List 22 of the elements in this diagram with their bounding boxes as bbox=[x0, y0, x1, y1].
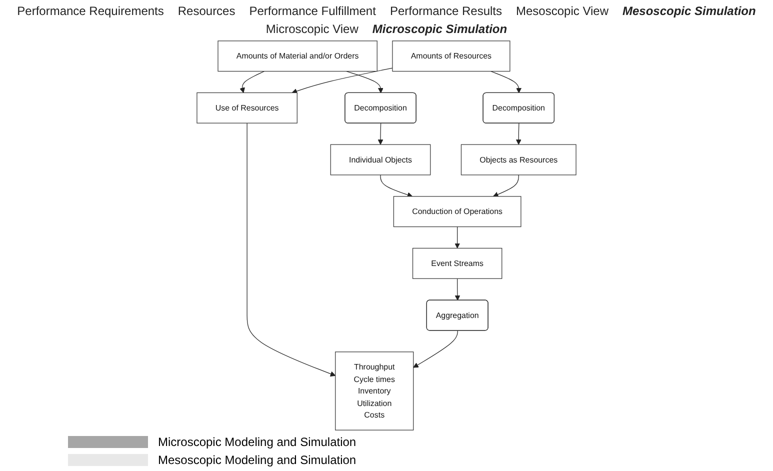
section-heading: Mesoscopic Simulation bbox=[622, 4, 756, 18]
legend-text: Mesoscopic Modeling and Simulation bbox=[158, 453, 356, 467]
legend-text: Microscopic Modeling and Simulation bbox=[158, 435, 356, 449]
arrow bbox=[380, 174, 413, 198]
arrow bbox=[378, 123, 384, 145]
arrow bbox=[454, 278, 460, 301]
arrow bbox=[246, 122, 336, 376]
arrow bbox=[413, 330, 458, 368]
arrow bbox=[493, 174, 519, 197]
arrow bbox=[346, 70, 384, 94]
section-heading: Microscopic Simulation bbox=[372, 22, 508, 36]
header-label: Performance Requirements bbox=[17, 4, 164, 18]
arrow bbox=[490, 70, 522, 94]
header-label: Mesoscopic View bbox=[516, 4, 608, 18]
arrow bbox=[240, 70, 265, 93]
header-label: Performance Results bbox=[390, 4, 502, 18]
arrow bbox=[292, 68, 393, 94]
header-label: Resources bbox=[178, 4, 236, 18]
arrow bbox=[454, 226, 460, 248]
header-label: Microscopic View bbox=[266, 22, 358, 36]
arrow bbox=[516, 123, 522, 145]
header-label: Performance Fulfillment bbox=[249, 4, 376, 18]
